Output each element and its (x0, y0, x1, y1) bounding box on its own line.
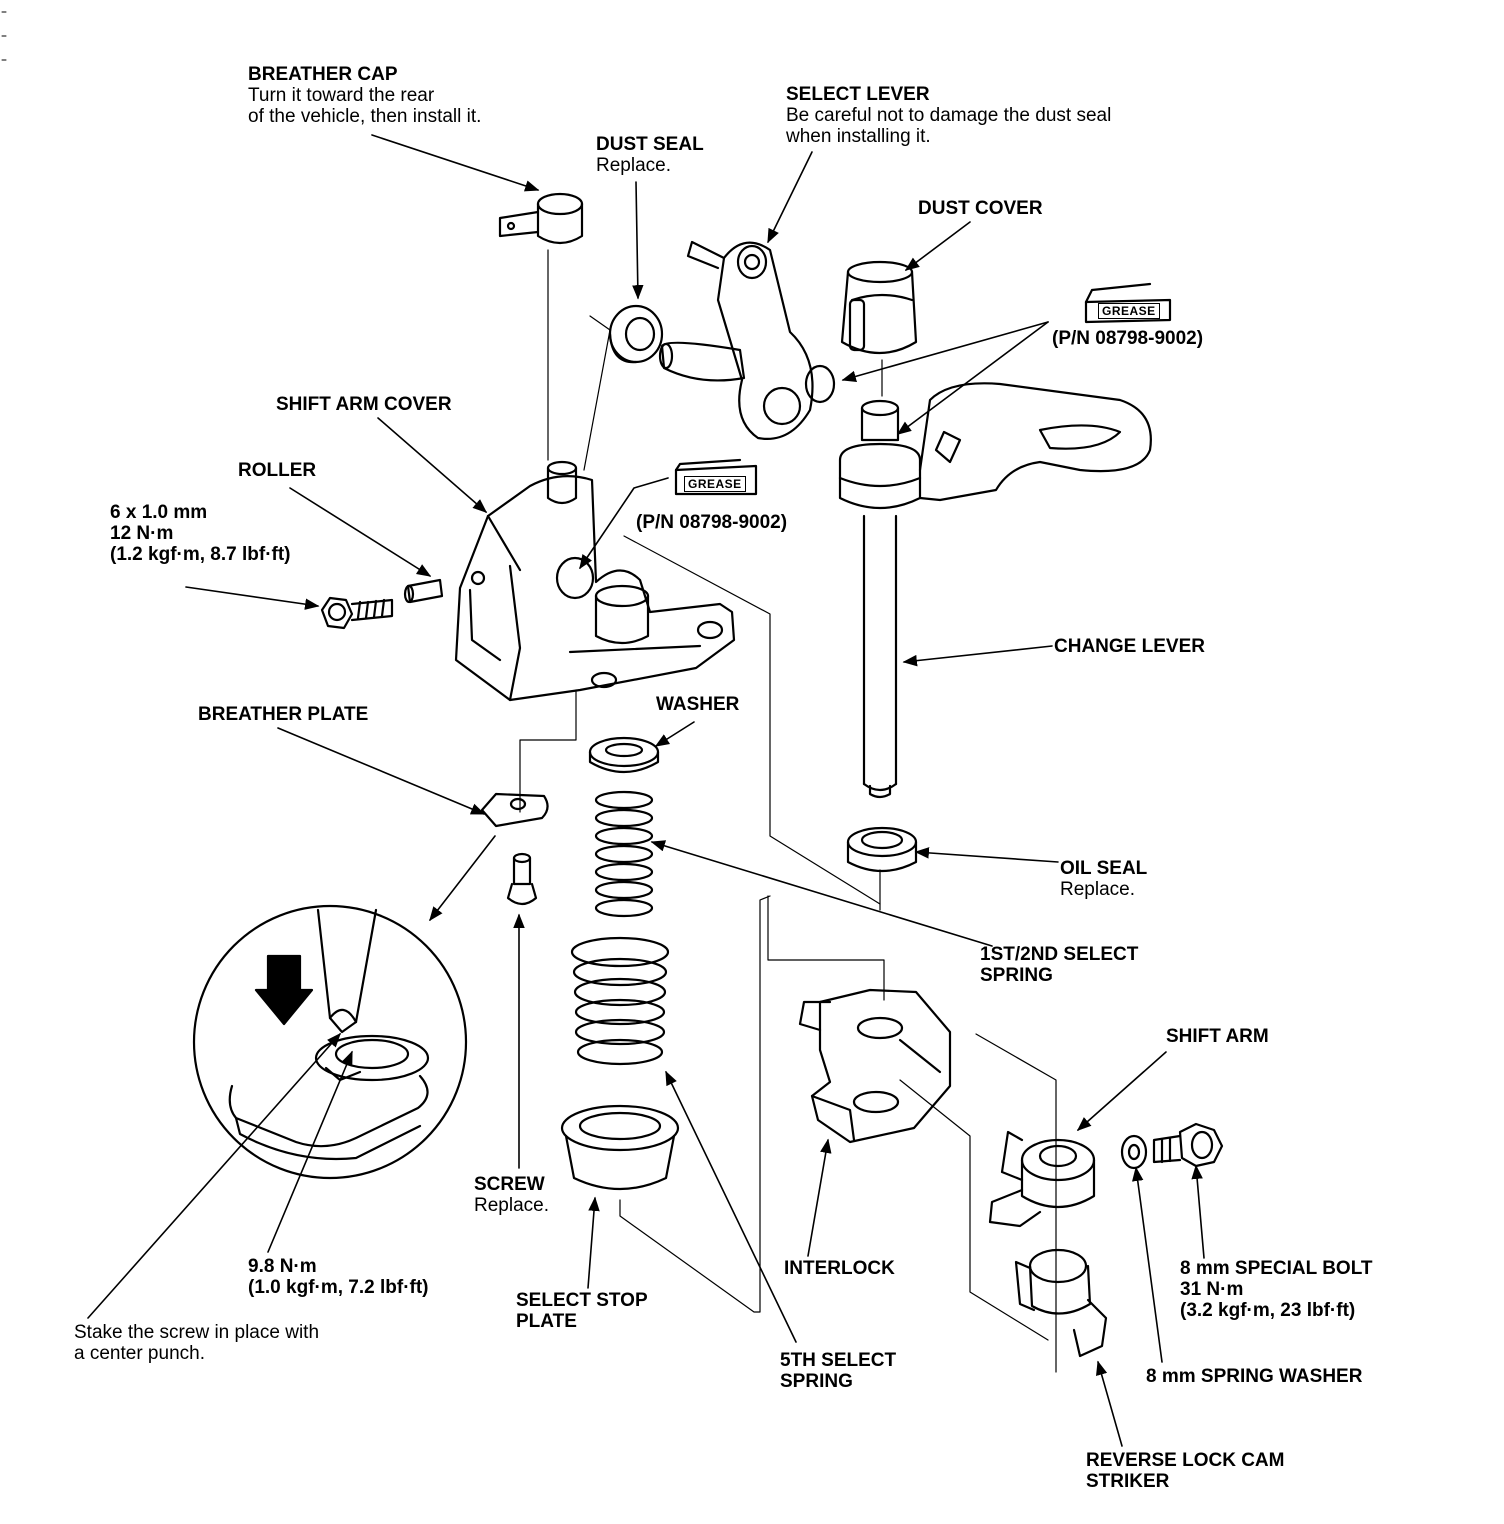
grease-tube-1 (674, 458, 758, 496)
reverse-lock-line-2: STRIKER (1086, 1471, 1170, 1492)
breather-plate (480, 792, 549, 828)
oil-seal-desc: Replace. (1060, 879, 1135, 900)
select-stop-plate-line-2: PLATE (516, 1311, 577, 1332)
special-bolt-line-3: (3.2 kgf·m, 23 lbf·ft) (1180, 1300, 1356, 1321)
select-spring-5 (570, 936, 670, 1066)
interlock (798, 988, 952, 1144)
leader-lines (87, 134, 1205, 1447)
breather-cap-desc-1: Turn it toward the rear (248, 85, 435, 106)
label-special-bolt: 8 mm SPECIAL BOLT 31 N·m (3.2 kgf·m, 23 … (1180, 1258, 1373, 1321)
bolt-6mm (320, 596, 394, 630)
label-bolt-6mm: 6 x 1.0 mm 12 N·m (1.2 kgf·m, 8.7 lbf·ft… (110, 502, 291, 565)
label-select-spring-5: 5TH SELECT SPRING (780, 1350, 896, 1392)
screw-title: SCREW (474, 1174, 545, 1195)
label-reverse-lock: REVERSE LOCK CAM STRIKER (1086, 1450, 1284, 1492)
dust-cover-title: DUST COVER (918, 198, 1043, 219)
grease-tag-2: GREASE (1098, 303, 1160, 319)
dust-seal-title: DUST SEAL (596, 134, 704, 155)
label-dust-cover: DUST COVER (918, 198, 1043, 219)
shift-arm-cover-title: SHIFT ARM COVER (276, 394, 452, 415)
select-lever-desc-1: Be careful not to damage the dust seal (786, 105, 1112, 126)
grease-pn-2: (P/N 08798-9002) (1052, 328, 1204, 349)
roller (403, 578, 444, 604)
shift-arm-cover (454, 460, 736, 702)
special-bolt (1152, 1122, 1224, 1168)
label-breather-plate: BREATHER PLATE (198, 704, 368, 725)
label-roller: ROLLER (238, 460, 316, 481)
grease-tag-1: GREASE (684, 476, 746, 492)
breather-plate-title: BREATHER PLATE (198, 704, 369, 725)
bolt-6mm-torque-alt: (1.2 kgf·m, 8.7 lbf·ft) (110, 544, 291, 565)
dust-seal (608, 304, 664, 364)
label-stake-note: Stake the screw in place with a center p… (74, 1322, 319, 1364)
label-dust-seal: DUST SEAL Replace. (596, 134, 704, 176)
select-spring-5-line-1: 5TH SELECT (780, 1350, 897, 1371)
bolt-6mm-torque: 12 N·m (110, 523, 174, 544)
roller-title: ROLLER (238, 460, 317, 481)
grease-pn-1: (P/N 08798-9002) (636, 512, 788, 533)
assembly-lines (519, 249, 1057, 1373)
stake-detail (192, 904, 468, 1180)
breather-cap-title: BREATHER CAP (248, 64, 398, 85)
oil-seal-title: OIL SEAL (1060, 858, 1148, 879)
interlock-title: INTERLOCK (784, 1258, 895, 1279)
select-spring-12-line-1: 1ST/2ND SELECT (980, 944, 1139, 965)
special-bolt-line-2: 31 N·m (1180, 1279, 1244, 1300)
shift-arm (988, 1130, 1096, 1228)
dust-seal-desc: Replace. (596, 155, 671, 176)
label-screw-torque: 9.8 N·m (1.0 kgf·m, 7.2 lbf·ft) (248, 1256, 429, 1298)
label-select-stop-plate: SELECT STOP PLATE (516, 1290, 648, 1332)
change-lever (838, 382, 1152, 799)
change-lever-title: CHANGE LEVER (1054, 636, 1205, 657)
special-bolt-line-1: 8 mm SPECIAL BOLT (1180, 1258, 1373, 1279)
label-grease-pn-1: (P/N 08798-9002) (636, 512, 787, 533)
stake-note-line-1: Stake the screw in place with (74, 1322, 320, 1343)
label-shift-arm-cover: SHIFT ARM COVER (276, 394, 452, 415)
label-screw: SCREW Replace. (474, 1174, 549, 1216)
select-spring-12-line-2: SPRING (980, 965, 1053, 986)
select-spring-12 (594, 790, 654, 918)
label-select-spring-12: 1ST/2ND SELECT SPRING (980, 944, 1138, 986)
shift-arm-title: SHIFT ARM (1166, 1026, 1269, 1047)
bolt-6mm-size: 6 x 1.0 mm (110, 502, 208, 523)
select-lever-desc-2: when installing it. (786, 126, 931, 147)
select-stop-plate-line-1: SELECT STOP (516, 1290, 648, 1311)
screw-desc: Replace. (474, 1195, 549, 1216)
washer-title: WASHER (656, 694, 740, 715)
label-change-lever: CHANGE LEVER (1054, 636, 1205, 657)
reverse-lock-line-1: REVERSE LOCK CAM (1086, 1450, 1285, 1471)
select-stop-plate (560, 1104, 680, 1191)
screw-torque-line-2: (1.0 kgf·m, 7.2 lbf·ft) (248, 1277, 429, 1298)
screw-torque-line-1: 9.8 N·m (248, 1256, 317, 1277)
select-lever-title: SELECT LEVER (786, 84, 930, 105)
select-spring-5-line-2: SPRING (780, 1371, 853, 1392)
label-oil-seal: OIL SEAL Replace. (1060, 858, 1147, 900)
screw (506, 852, 538, 906)
reverse-lock-cam (1014, 1248, 1108, 1358)
washer (588, 736, 660, 773)
breather-cap (498, 192, 584, 245)
oil-seal (846, 826, 918, 872)
select-lever (658, 240, 836, 440)
label-grease-pn-2: (P/N 08798-9002) (1052, 328, 1203, 349)
spring-washer (1120, 1134, 1148, 1170)
label-shift-arm: SHIFT ARM (1166, 1026, 1269, 1047)
label-breather-cap: BREATHER CAP Turn it toward the rear of … (248, 64, 481, 127)
dust-cover (840, 260, 918, 355)
label-interlock: INTERLOCK (784, 1258, 895, 1279)
label-spring-washer: 8 mm SPRING WASHER (1146, 1366, 1362, 1387)
grease-tube-2 (1084, 282, 1172, 324)
label-select-lever: SELECT LEVER Be careful not to damage th… (786, 84, 1111, 147)
label-washer: WASHER (656, 694, 739, 715)
stake-note-line-2: a center punch. (74, 1343, 205, 1364)
breather-cap-desc-2: of the vehicle, then install it. (248, 106, 482, 127)
spring-washer-title: 8 mm SPRING WASHER (1146, 1366, 1363, 1387)
